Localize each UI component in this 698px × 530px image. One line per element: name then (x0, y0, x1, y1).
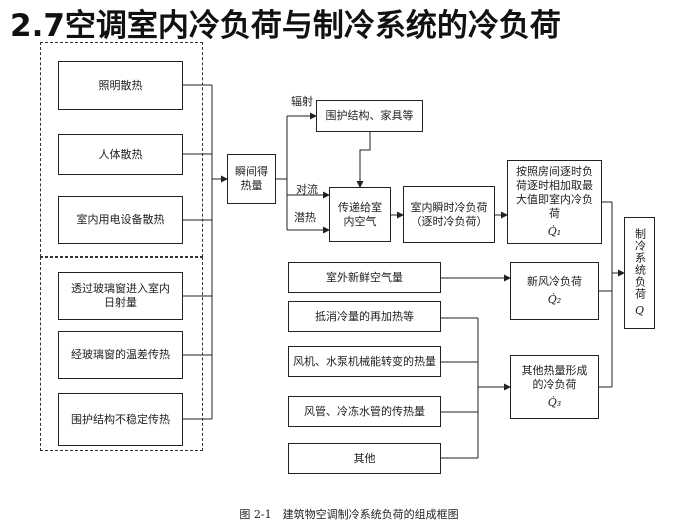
delayed-heat-group-frame (40, 257, 203, 451)
instant-heat-group-frame (40, 42, 203, 257)
envelope-transient-box: 围护结构不稳定传热 (58, 393, 183, 446)
human-heat-box: 人体散热 (58, 134, 183, 175)
instant-cooling-load-box: 室内瞬时冷负荷（逐时冷负荷） (403, 186, 495, 243)
duct-pipe-heat-box: 风管、冷冻水管的传热量 (288, 396, 441, 427)
lighting-heat-box: 照明散热 (58, 61, 183, 110)
outdoor-fresh-air-box: 室外新鲜空气量 (288, 262, 441, 293)
instant-heat-gain-box: 瞬间得热量 (227, 154, 276, 204)
radiation-label: 辐射 (291, 95, 313, 108)
solar-gain-box: 透过玻璃窗进入室内日射量 (58, 272, 183, 320)
fresh-air-symbol: Q̇₂ (547, 293, 562, 306)
reheat-box: 抵消冷量的再加热等 (288, 301, 441, 332)
system-load-symbol: Q (634, 304, 645, 317)
glass-conduction-box: 经玻璃窗的温差传热 (58, 331, 183, 379)
envelope-furniture-box: 围护结构、家具等 (316, 100, 423, 132)
fan-pump-heat-box: 风机、水泵机械能转变的热量 (288, 346, 441, 377)
latent-label: 潜热 (294, 211, 316, 224)
equipment-heat-box: 室内用电设备散热 (58, 196, 183, 244)
page-title: 2.7空调室内冷负荷与制冷系统的冷负荷 (10, 8, 561, 44)
other-load-symbol: Q̇₃ (547, 396, 562, 409)
other-items-box: 其他 (288, 443, 441, 474)
convection-label: 对流 (296, 183, 318, 196)
room-load-symbol: Q̇₁ (547, 225, 562, 238)
figure-caption: 图 2-1 建筑物空调制冷系统负荷的组成框图 (239, 508, 459, 521)
